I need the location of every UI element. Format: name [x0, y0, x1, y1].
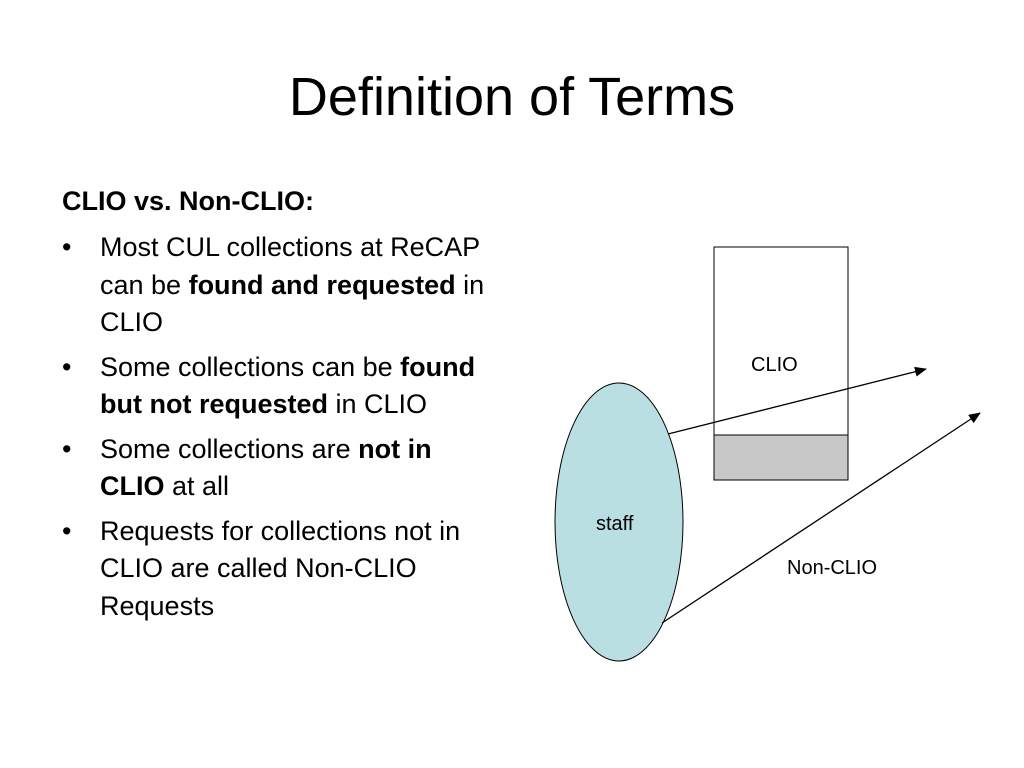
bullet-emphasis-text: found but not requested — [100, 351, 476, 420]
bullet-emphasis-text: not in CLIO — [100, 433, 432, 502]
clio-label: CLIO — [751, 354, 798, 376]
bullet-mark: • — [62, 515, 72, 546]
clio-box-shaded-section — [713, 434, 849, 481]
bullet-text: in CLIO — [328, 389, 428, 419]
staff-label: staff — [596, 513, 634, 535]
bullet-list: • Most CUL collections at ReCAP can be fo… — [62, 229, 502, 632]
arrow-to-non-clio — [661, 412, 981, 624]
bullet-mark: • — [62, 433, 72, 464]
bullet-item: • Requests for collections not in CLIO ar… — [62, 513, 502, 626]
arrow-to-clio — [667, 366, 927, 435]
bullet-text: at all — [164, 471, 230, 501]
bullet-item: • Some collections are not in CLIO at all — [62, 431, 502, 506]
bullet-mark: • — [62, 351, 72, 382]
bullet-text: Most CUL collections at ReCAP can be — [100, 232, 480, 300]
non-clio-label: Non-CLIO — [787, 557, 878, 579]
bullet-item: • Some collections can be found but not r… — [62, 349, 502, 424]
bullet-emphasis-text: found and requested — [188, 269, 456, 300]
bullet-text: Some collections are — [100, 433, 359, 464]
bullet-text: Requests for collections not in CLIO are… — [100, 515, 461, 621]
section-heading: CLIO vs. Non-CLIO: — [62, 186, 314, 216]
bullet-text: in CLIO — [100, 269, 485, 338]
bullet-text: Some collections can be — [100, 351, 401, 382]
bullet-mark: • — [62, 232, 72, 262]
bullet-item: • Most CUL collections at ReCAP can be fo… — [62, 229, 502, 342]
slide-title: Definition of Terms — [288, 67, 736, 127]
staff-ellipse — [554, 382, 684, 662]
